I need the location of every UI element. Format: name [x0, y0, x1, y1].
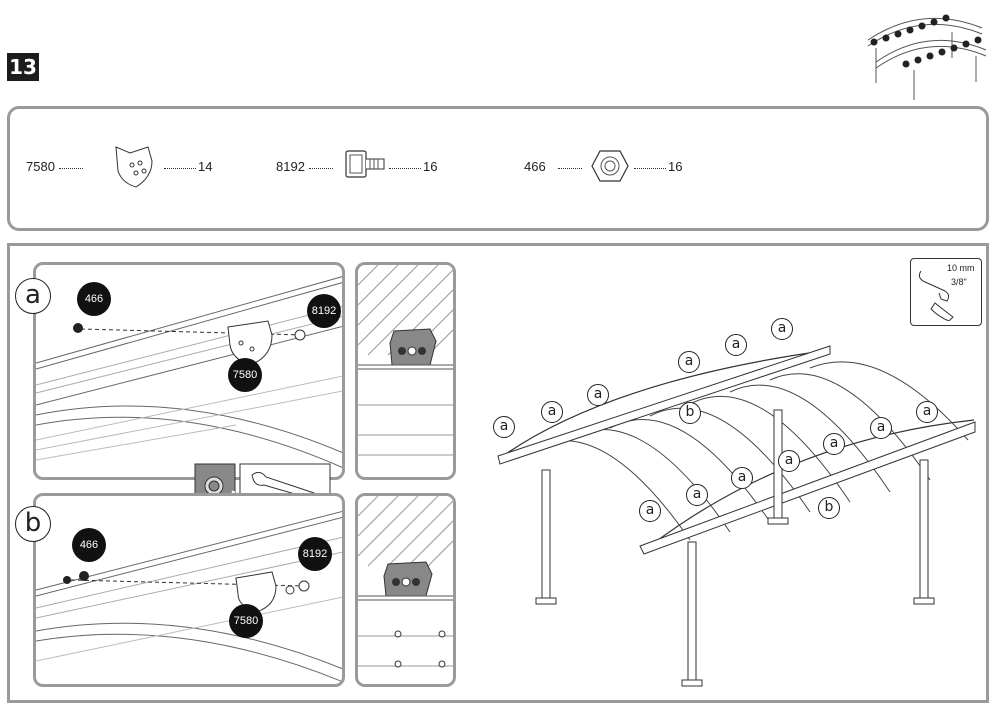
callout-a-8: a [870, 417, 892, 439]
tool-indicator: 10 mm 3/8" [910, 258, 982, 326]
callout-a-5: a [725, 334, 747, 356]
assembly-illustration-frame [7, 243, 989, 703]
closeup-panel-a [355, 262, 456, 480]
part-8192-code: 8192 [276, 159, 337, 174]
callout-a-6: a [771, 318, 793, 340]
callout-b-2: b [818, 497, 840, 519]
closeup-panel-b [355, 493, 456, 687]
callout-a-1: a [493, 416, 515, 438]
panel-b-nut-badge: 466 [72, 528, 106, 562]
callout-a-9: a [823, 433, 845, 455]
parts-list: 7580 14 8192 16 466 16 [7, 106, 989, 231]
part-466-qty: 16 [632, 159, 682, 174]
panel-a-bracket-badge: 7580 [228, 358, 262, 392]
callout-a-12: a [686, 484, 708, 506]
panel-a-bolt-badge: 8192 [307, 294, 341, 328]
step-number: 13 [7, 53, 39, 81]
tool-size-metric: 10 mm [947, 263, 975, 273]
hex-nut-icon [591, 150, 629, 182]
panel-b-label: b [15, 506, 51, 542]
part-466-code: 466 [524, 159, 586, 174]
panel-b-bolt-badge: 8192 [298, 537, 332, 571]
square-bolt-icon [345, 150, 385, 178]
part-7580-code: 7580 [26, 159, 87, 174]
part-7580-qty: 14 [162, 159, 212, 174]
callout-b-1: b [679, 402, 701, 424]
detail-panel-b [33, 493, 345, 687]
part-8192-qty: 16 [387, 159, 437, 174]
callout-a-13: a [639, 500, 661, 522]
tool-size-imperial: 3/8" [951, 277, 967, 287]
callout-a-7: a [916, 401, 938, 423]
bracket-plate-icon [115, 146, 153, 188]
panel-a-nut-badge: 466 [77, 282, 111, 316]
callout-a-2: a [541, 401, 563, 423]
panel-b-drawing [36, 511, 342, 683]
carport-thumbnail-icon [867, 14, 987, 100]
callout-a-4: a [678, 351, 700, 373]
panel-a-label: a [15, 278, 51, 314]
carport-overview-drawing [497, 345, 976, 687]
callout-a-3: a [587, 384, 609, 406]
callout-a-10: a [778, 450, 800, 472]
wrench-icon [918, 270, 954, 321]
panel-b-bracket-badge: 7580 [229, 604, 263, 638]
callout-a-11: a [731, 467, 753, 489]
